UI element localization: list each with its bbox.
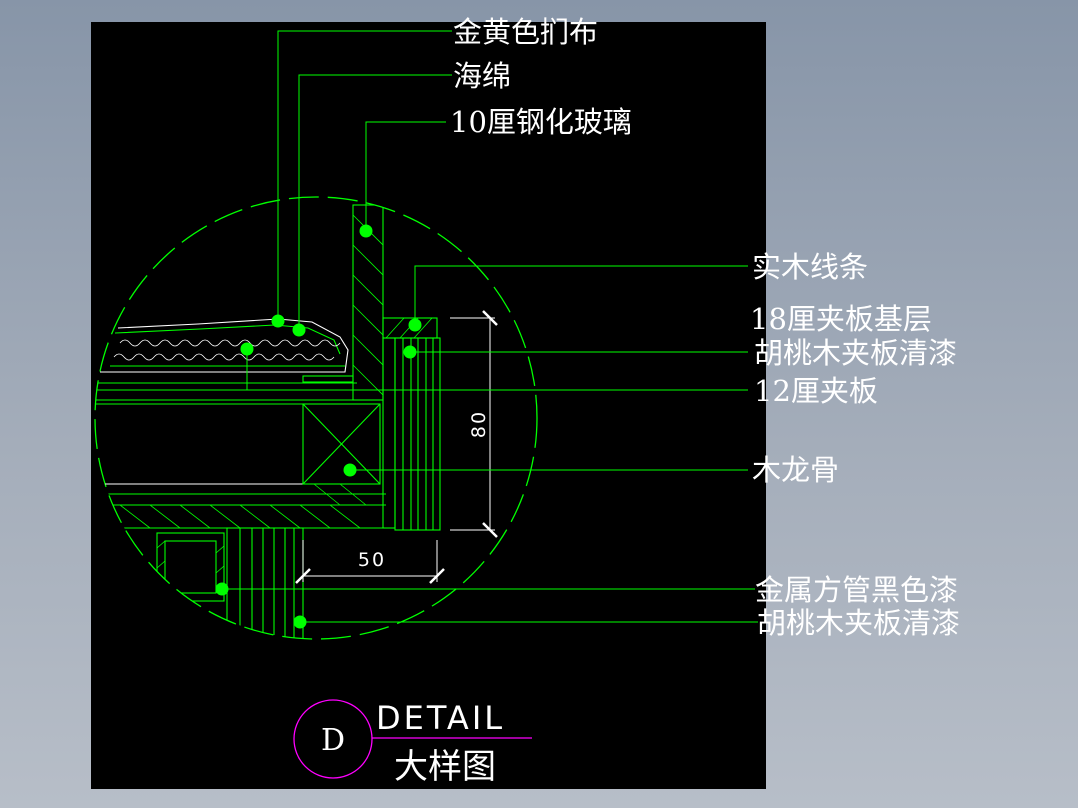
detail-title-en: DETAIL: [376, 699, 505, 737]
marker-walnut-2: [293, 615, 307, 629]
drawing-canvas: [91, 22, 766, 789]
detail-tag-bubble: [293, 699, 373, 779]
marker-wood-strip: [408, 318, 422, 332]
label-wood-strip: 实木线条: [752, 250, 868, 284]
label-fabric: 金黄色扪布: [453, 15, 598, 49]
marker-metal-tube: [215, 582, 229, 596]
detail-title-cn: 大样图: [394, 747, 496, 787]
marker-plywood-12: [240, 342, 254, 356]
dimension-width: [295, 540, 445, 584]
marker-sponge: [292, 323, 306, 337]
label-walnut-2: 胡桃木夹板清漆: [757, 606, 960, 640]
detail-boundary-circle: [94, 196, 538, 640]
sponge-hatch: [113, 339, 341, 361]
leader-lines: [222, 30, 758, 623]
label-plywood-base: 18厘夹板基层: [750, 302, 932, 336]
fabric-outline: [100, 318, 349, 373]
dimension-height: [450, 310, 498, 538]
marker-walnut-1: [403, 345, 417, 359]
detail-tag: D: [321, 723, 345, 758]
dimension-height-value: 80: [468, 410, 490, 438]
label-walnut-1: 胡桃木夹板清漆: [754, 336, 957, 370]
dimension-width-value: 50: [358, 549, 386, 571]
marker-keel: [343, 463, 357, 477]
sponge-outline: [114, 324, 341, 355]
label-sponge: 海绵: [453, 59, 511, 93]
label-plywood-12: 12厘夹板: [754, 374, 878, 408]
section-geometry: [95, 204, 441, 639]
marker-glass: [359, 224, 373, 238]
leader-markers: [215, 224, 422, 629]
label-keel: 木龙骨: [752, 453, 839, 487]
label-glass: 10厘钢化玻璃: [450, 105, 632, 139]
marker-fabric: [271, 314, 285, 328]
label-metal-tube: 金属方管黑色漆: [755, 573, 958, 607]
